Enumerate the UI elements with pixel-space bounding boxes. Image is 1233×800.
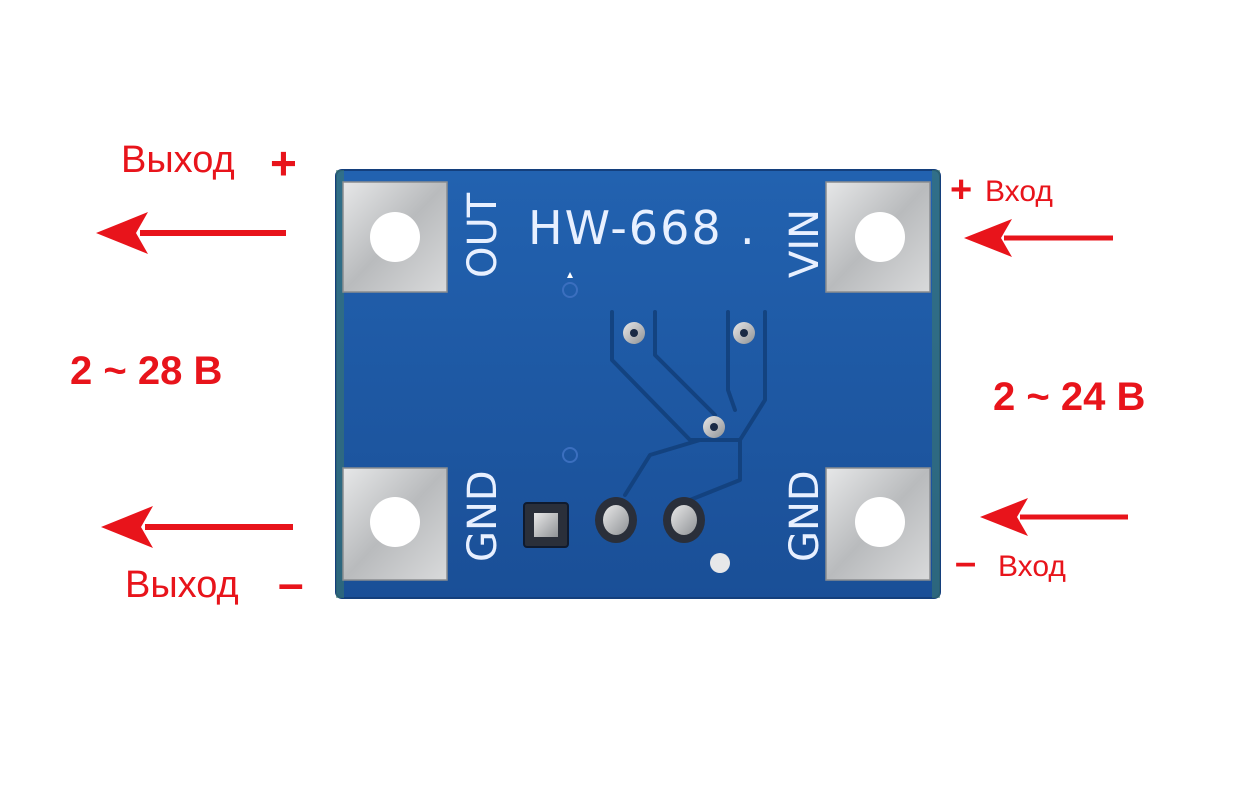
square-pad: [523, 502, 569, 548]
sign-input-minus: –: [955, 542, 977, 584]
arrow-out-plus: [96, 212, 286, 254]
label-output-minus: Выход: [125, 564, 239, 606]
pad-vin: [825, 181, 931, 293]
output-voltage-range: 2 ~ 28 В: [70, 349, 223, 393]
label-output-plus: Выход: [121, 139, 235, 181]
round-pad-1: [595, 497, 637, 543]
pin-label-gnd-right: GND: [782, 470, 828, 562]
via-center: [703, 416, 725, 438]
arrow-in-minus: [980, 498, 1128, 536]
pin-label-out: OUT: [460, 192, 506, 278]
pin-label-vin: VIN: [782, 209, 828, 278]
via-top-left: [623, 322, 645, 344]
pad-gnd-left: [342, 467, 448, 581]
arrow-in-plus: [964, 219, 1113, 257]
pcb-traces: [610, 310, 767, 502]
board-model-label: HW-668: [528, 201, 723, 255]
label-input-plus: Вход: [985, 175, 1053, 208]
input-voltage-range: 2 ~ 24 В: [993, 375, 1146, 419]
board-model-dot: .: [740, 201, 755, 255]
pin-label-gnd-left: GND: [460, 470, 506, 562]
marker-bottom: [562, 447, 578, 463]
marker-top: [562, 272, 578, 298]
arrow-out-minus: [101, 506, 293, 548]
label-input-minus: Вход: [998, 550, 1066, 583]
via-small: [710, 553, 730, 573]
via-top-right: [733, 322, 755, 344]
sign-output-minus: –: [278, 557, 304, 609]
sign-output-plus: +: [270, 137, 297, 189]
pad-out: [342, 181, 448, 293]
pad-gnd-right: [825, 467, 931, 581]
round-pad-2: [663, 497, 705, 543]
sign-input-plus: +: [950, 169, 973, 211]
